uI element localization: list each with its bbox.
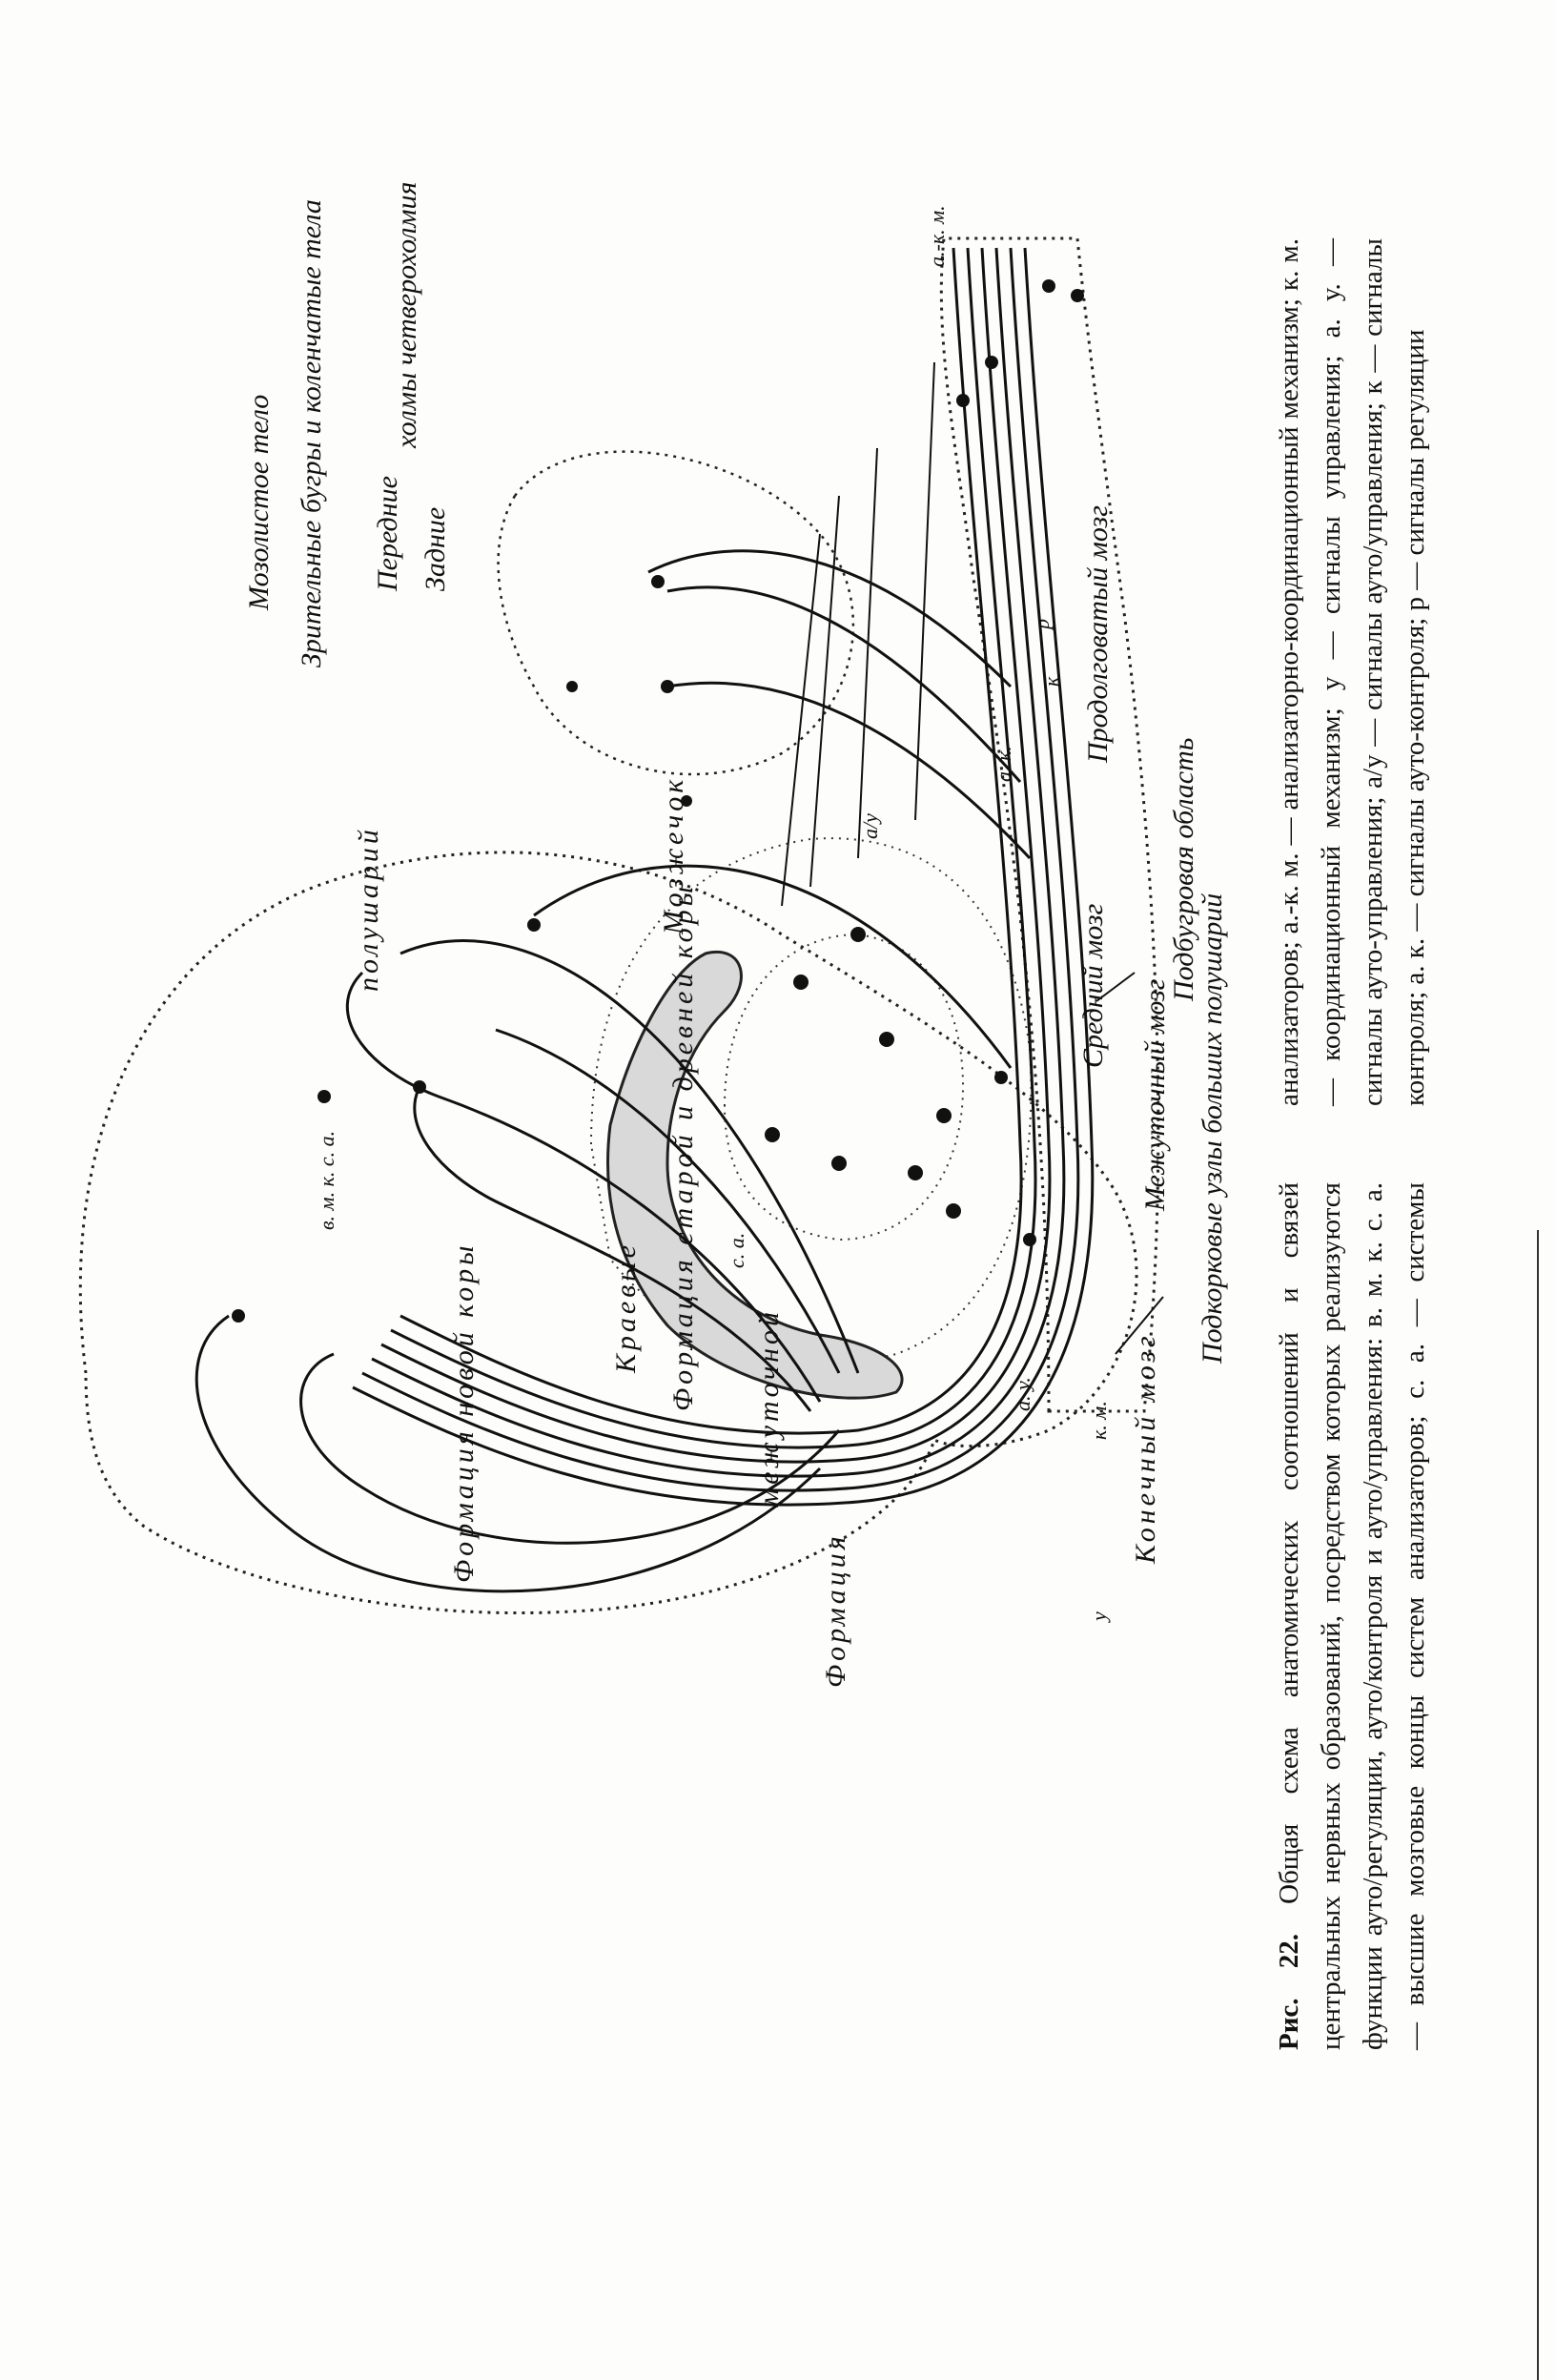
label-anterior: Передние bbox=[372, 476, 403, 591]
node-p: р bbox=[1030, 619, 1054, 629]
hemisphere-outline bbox=[78, 851, 1138, 1615]
inner-region bbox=[589, 837, 1033, 1364]
leader-lines bbox=[781, 361, 1164, 1355]
caption-text: Общая схема анатомических соотношений и … bbox=[1274, 238, 1430, 2050]
label-thalamus: Зрительные бугры и коленчатые тела bbox=[296, 199, 327, 667]
node-sa: с. а. bbox=[725, 1232, 748, 1268]
label-diencephalon: Межуточный мозг bbox=[1139, 978, 1171, 1211]
neuron-cells bbox=[232, 279, 1084, 1323]
label-intermediate: межуточной bbox=[753, 1307, 785, 1507]
node-au: а. у. bbox=[1011, 1377, 1034, 1411]
label-posterior: Задние bbox=[420, 506, 451, 591]
cortical-fibers bbox=[194, 549, 1032, 1593]
label-corpus-callosum: Мозолистое тело bbox=[243, 394, 275, 610]
caption-number: Рис. 22. bbox=[1274, 1934, 1304, 2050]
label-midbrain: Средний мозг bbox=[1077, 903, 1109, 1068]
label-medulla: Продолговатый мозг bbox=[1082, 505, 1114, 763]
label-formation: Формация bbox=[820, 1532, 851, 1688]
label-cerebellum: Мозжечок bbox=[658, 775, 689, 934]
figure-caption: Рис. 22. Общая схема анатомических соотн… bbox=[1268, 238, 1436, 2050]
page-edge-rule bbox=[1537, 1230, 1539, 2380]
label-telencephalon: Конечный мозг bbox=[1130, 1332, 1161, 1564]
node-akm: а.-к. м. bbox=[925, 205, 949, 267]
node-a-slash-u: а/у bbox=[858, 813, 882, 839]
node-ak: а. к. bbox=[992, 746, 1015, 782]
label-colliculi: холмы четверохолмия bbox=[391, 181, 422, 449]
label-basal-ganglia: Подкорковые узлы больших полушарий bbox=[1197, 892, 1228, 1364]
label-hemispheres: полушарий bbox=[353, 826, 384, 992]
inner-region bbox=[723, 933, 965, 1241]
label-new-cortex: Формация новой коры bbox=[448, 1241, 480, 1583]
node-km: к. м. bbox=[1087, 1401, 1111, 1440]
label-marginal: Краевые bbox=[610, 1241, 642, 1373]
node-y: у bbox=[1087, 1611, 1111, 1621]
label-hypothalamus: Подбугровая область bbox=[1168, 737, 1199, 1001]
brainstem-outline bbox=[939, 236, 1160, 1413]
node-vmksa: в. м. к. с. а. bbox=[315, 1130, 338, 1230]
node-k: к bbox=[1039, 676, 1063, 687]
label-old-cortex: Формация старой и древней коры bbox=[667, 883, 699, 1411]
fiber-bundle bbox=[352, 247, 1095, 1507]
